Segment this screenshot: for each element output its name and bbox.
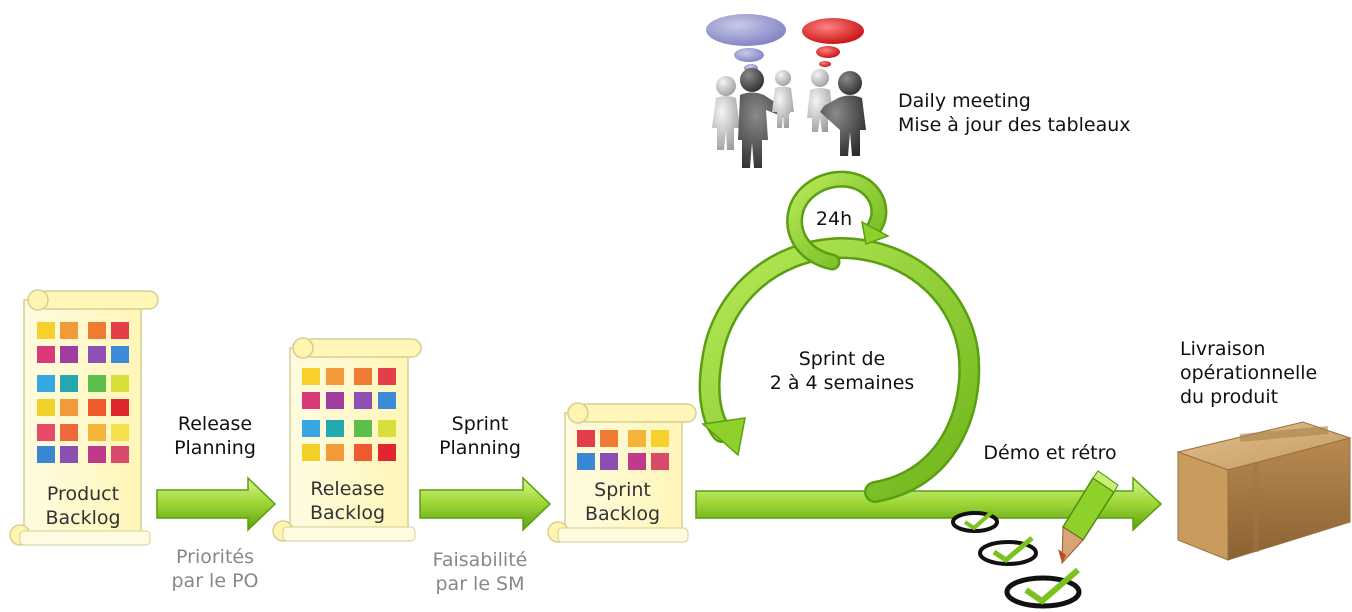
sprint-planning-line1: Sprint: [451, 413, 509, 435]
release-planning-line2: Planning: [174, 437, 256, 459]
product-backlog-scroll-icon: [9, 289, 159, 546]
checkmark-icon: [951, 510, 1082, 609]
sprint-loop-arrow-icon: [698, 236, 981, 503]
sticky-note-icon: [302, 368, 396, 461]
sprint-planning-note: Faisabilité par le SM: [415, 548, 545, 596]
release-planning-note: Priorités par le PO: [155, 545, 275, 593]
sprint-planning-note2: par le SM: [435, 573, 525, 595]
sprint-backlog-line2: Backlog: [584, 503, 661, 525]
people-meeting-icon: [712, 68, 866, 168]
sprint-backlog-label: Sprint Backlog: [575, 478, 670, 526]
arrow-sprint-delivery-icon: [695, 476, 1163, 532]
sprint-planning-line2: Planning: [439, 437, 521, 459]
sprint-planning-note1: Faisabilité: [432, 549, 528, 571]
release-planning-label: Release Planning: [155, 412, 275, 460]
delivery-line2: opérationnelle: [1180, 362, 1318, 384]
daily-meeting-line1: Daily meeting: [898, 90, 1031, 112]
product-backlog-line2: Backlog: [45, 507, 121, 529]
daily-meeting-line2: Mise à jour des tableaux: [898, 114, 1131, 136]
sprint-duration-label: Sprint de 2 à 4 semaines: [752, 347, 932, 395]
thought-bubble-icon: [706, 14, 864, 72]
delivery-line1: Livraison: [1180, 338, 1266, 360]
sprint-duration-line1: Sprint de: [798, 348, 886, 370]
sprint-backlog-scroll-icon: [547, 402, 697, 543]
delivery-line3: du produit: [1180, 386, 1279, 408]
daily-loop-arrow-icon: [786, 170, 890, 271]
sprint-backlog-line1: Sprint: [594, 479, 651, 501]
release-backlog-label: Release Backlog: [300, 477, 395, 525]
release-planning-note2: par le PO: [171, 570, 259, 592]
release-backlog-line1: Release: [310, 478, 385, 500]
product-backlog-line1: Product: [46, 483, 120, 505]
release-backlog-line2: Backlog: [309, 502, 386, 524]
release-backlog-scroll-icon: [272, 337, 422, 542]
sprint-duration-line2: 2 à 4 semaines: [769, 372, 915, 394]
sticky-note-icon: [577, 430, 669, 470]
demo-retro-label: Démo et rétro: [983, 442, 1117, 464]
arrow-release-planning-icon: [156, 476, 277, 532]
release-planning-line1: Release: [177, 413, 253, 435]
release-planning-note1: Priorités: [176, 546, 254, 568]
cardboard-box-icon: [1176, 421, 1352, 561]
daily-cycle-label: 24h: [815, 208, 853, 230]
daily-meeting-label: Daily meeting Mise à jour des tableaux: [898, 89, 1131, 137]
pencil-icon: [1058, 470, 1119, 565]
delivery-label: Livraison opérationnelle du produit: [1180, 337, 1317, 409]
arrow-sprint-planning-icon: [419, 476, 552, 532]
sprint-planning-label: Sprint Planning: [420, 412, 540, 460]
sticky-note-icon: [37, 322, 129, 463]
product-backlog-label: Product Backlog: [38, 482, 128, 530]
